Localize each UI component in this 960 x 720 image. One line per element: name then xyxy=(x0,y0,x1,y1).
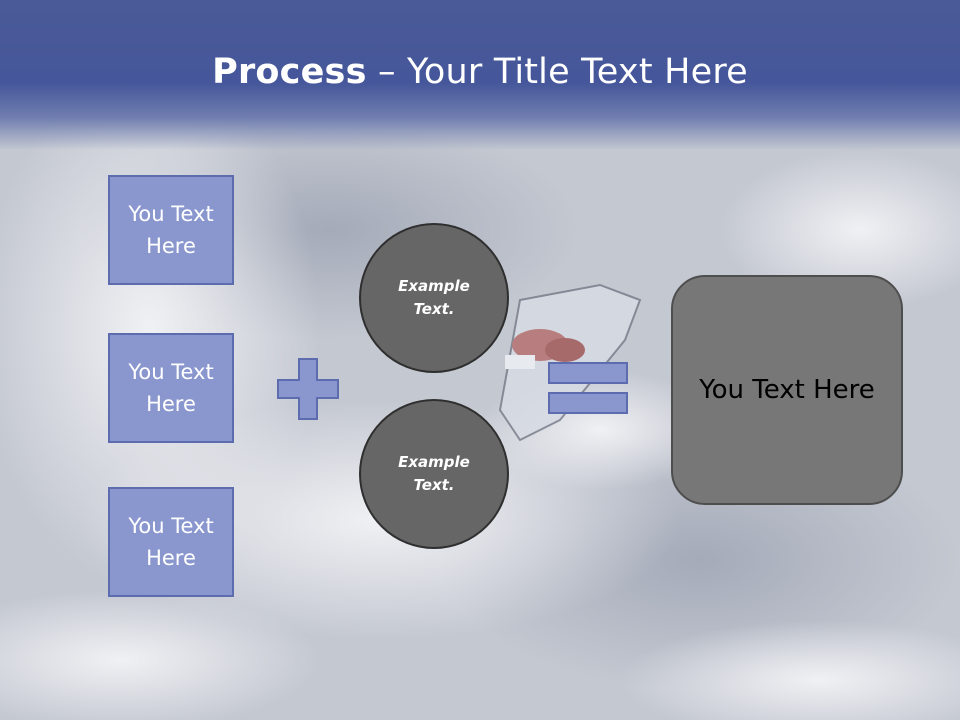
equals-icon xyxy=(548,362,628,414)
result-label: You Text Here xyxy=(699,375,875,405)
text-box-line1: You Text xyxy=(128,514,214,538)
text-box-line2: Here xyxy=(146,546,196,570)
text-box-2[interactable]: You Text Here xyxy=(108,333,234,443)
circle-line2: Text. xyxy=(413,476,455,494)
text-box-3[interactable]: You Text Here xyxy=(108,487,234,597)
title-rest: – Your Title Text Here xyxy=(366,52,748,92)
page-title: Process – Your Title Text Here xyxy=(0,52,960,92)
example-circle-1[interactable]: Example Text. xyxy=(359,223,509,373)
text-box-line1: You Text xyxy=(128,202,214,226)
circle-line2: Text. xyxy=(413,300,455,318)
plus-icon xyxy=(277,358,339,420)
text-box-line2: Here xyxy=(146,234,196,258)
title-bold: Process xyxy=(212,52,367,92)
circle-line1: Example xyxy=(398,277,470,295)
circle-line1: Example xyxy=(398,453,470,471)
example-circle-2[interactable]: Example Text. xyxy=(359,399,509,549)
text-box-line1: You Text xyxy=(128,360,214,384)
text-box-line2: Here xyxy=(146,392,196,416)
text-box-1[interactable]: You Text Here xyxy=(108,175,234,285)
result-box[interactable]: You Text Here xyxy=(671,275,903,505)
title-bar: Process – Your Title Text Here xyxy=(0,0,960,150)
